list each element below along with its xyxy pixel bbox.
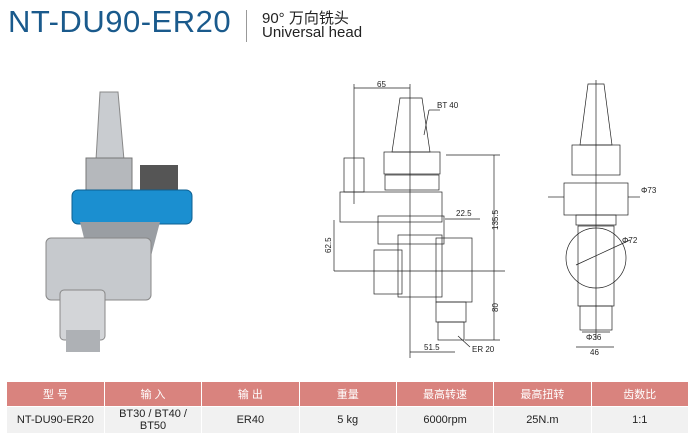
- cell-model: NT-DU90-ER20: [7, 407, 104, 433]
- dim-46: 46: [590, 348, 599, 357]
- dim-51-5: 51.5: [424, 343, 440, 352]
- cell-output: ER40: [202, 407, 299, 433]
- header-gear-ratio: 齿数比: [591, 382, 688, 407]
- label-bt40: BT 40: [437, 101, 459, 110]
- cell-max-torque: 25N.m: [494, 407, 591, 433]
- label-er20: ER 20: [472, 345, 495, 354]
- spec-table: 型 号 输 入 输 出 重量 最高转速 最高扭转 齿数比 NT-DU90-ER2…: [7, 382, 689, 433]
- cell-input: BT30 / BT40 / BT50: [104, 407, 201, 433]
- table-row: NT-DU90-ER20 BT30 / BT40 / BT50 ER40 5 k…: [7, 407, 689, 433]
- side-view-drawing: [334, 84, 505, 358]
- header-input: 输 入: [104, 382, 201, 407]
- dim-phi73: Φ73: [641, 186, 657, 195]
- header-weight: 重量: [299, 382, 396, 407]
- dim-phi36: Φ36: [586, 333, 602, 342]
- header-output: 输 出: [202, 382, 299, 407]
- table-header-row: 型 号 输 入 输 出 重量 最高转速 最高扭转 齿数比: [7, 382, 689, 407]
- header-model: 型 号: [7, 382, 104, 407]
- cell-weight: 5 kg: [299, 407, 396, 433]
- header-max-torque: 最高扭转: [494, 382, 591, 407]
- product-photo: [46, 92, 192, 352]
- dim-80: 80: [491, 303, 500, 312]
- cell-gear-ratio: 1:1: [591, 407, 688, 433]
- front-view-drawing: [548, 80, 640, 347]
- dim-62-5: 62.5: [324, 237, 333, 253]
- dim-65: 65: [377, 80, 386, 89]
- dim-22-5: 22.5: [456, 209, 472, 218]
- dim-135-5: 135.5: [491, 209, 500, 230]
- header-max-speed: 最高转速: [396, 382, 493, 407]
- dim-phi72: Φ72: [622, 236, 638, 245]
- cell-max-speed: 6000rpm: [396, 407, 493, 433]
